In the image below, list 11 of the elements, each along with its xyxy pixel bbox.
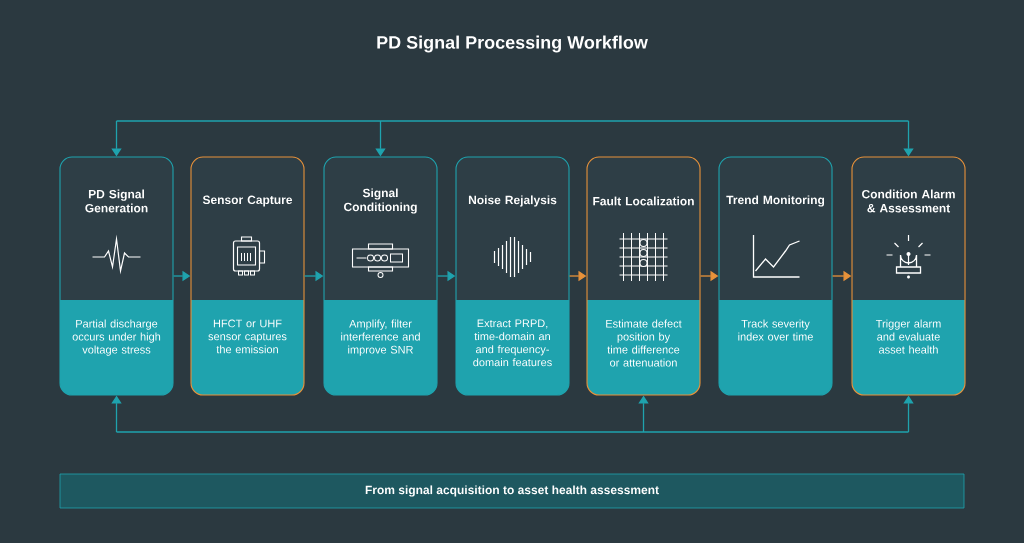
title: PD Signal Processing Workflow bbox=[377, 35, 648, 53]
process-box: Sensor Capture HFCT or UHF sensor captures the emission bbox=[190, 156, 305, 396]
process-box: Fault Localization Estimate defect position by time difference or attenuation bbox=[586, 156, 701, 396]
connector-line bbox=[115, 431, 910, 433]
process-box: Noise Rejalysis Extract PRPD, time-domain an and frequency-domain features bbox=[455, 156, 570, 396]
banner-box: From signal acquisition to asset health assessment bbox=[59, 473, 965, 509]
connector-line bbox=[115, 120, 910, 122]
process-box: Signal Conditioning Amplify, filter interference and improve SNR bbox=[323, 156, 438, 396]
process-box: Condition Alarm & Assessment Trigger alarm and evaluate asset health bbox=[851, 156, 966, 396]
process-box: PD Signal Generation Partial discharge occurs under high voltage stress bbox=[59, 156, 174, 396]
process-box: Trend Monitoring Track severity index over time bbox=[718, 156, 833, 396]
